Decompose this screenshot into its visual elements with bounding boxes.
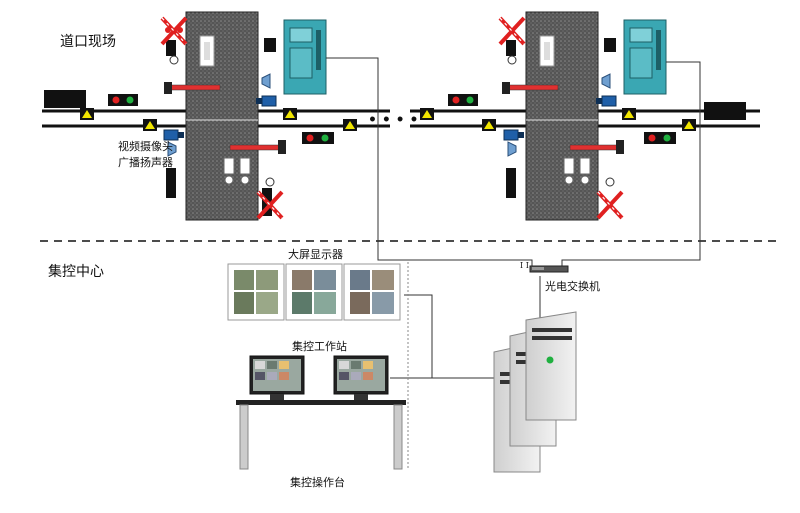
control-cabinet-left <box>283 19 327 95</box>
locomotive-left <box>44 90 86 108</box>
traffic-light-right-b <box>644 132 676 144</box>
camera-icon <box>503 129 524 141</box>
ellipsis-more-crossings: • • • • <box>368 112 418 128</box>
warning-triangle-icon <box>682 119 696 131</box>
crossing-left <box>44 11 357 221</box>
locomotive-right <box>704 102 746 120</box>
section-label-field: 道口现场 <box>60 34 116 50</box>
barrier-arm-top-left <box>167 84 221 91</box>
traffic-light-left-b <box>302 132 334 144</box>
monitor <box>249 355 305 400</box>
camera-icon <box>163 129 184 141</box>
road-surface-right <box>525 11 599 221</box>
barrier-arm-top-right <box>505 84 559 91</box>
warning-triangle-icon <box>283 108 297 120</box>
crossbuck-signal-bottom-right <box>596 177 624 220</box>
speaker-icon <box>507 141 517 157</box>
warning-triangle-icon <box>482 119 496 131</box>
barrier-arm-bottom-left <box>229 144 283 151</box>
display-panel <box>227 263 285 321</box>
crossbuck-signal-bottom-left <box>256 177 284 220</box>
workstation-monitors <box>249 355 389 400</box>
warning-triangle-icon <box>143 119 157 131</box>
speaker-icon <box>261 73 271 89</box>
camera-icon <box>256 95 277 107</box>
display-panel <box>343 263 401 321</box>
barrier-arm-bottom-right <box>569 144 623 151</box>
speaker-icon <box>167 141 177 157</box>
warning-triangle-icon <box>420 108 434 120</box>
warning-triangle-icon <box>80 108 94 120</box>
svg-text:I I: I I <box>520 261 529 270</box>
crossing-right <box>420 11 746 221</box>
speaker-icon <box>601 73 611 89</box>
optical-switch <box>529 265 569 273</box>
crossbuck-signal-top-left <box>160 16 188 65</box>
big-screen-display <box>227 263 401 321</box>
server-rack <box>493 311 577 473</box>
road-surface-left <box>185 11 259 221</box>
label-big-screen: 大屏显示器 <box>288 247 343 261</box>
warning-triangle-icon <box>343 119 357 131</box>
traffic-light-left-a <box>108 94 138 106</box>
display-panel <box>285 263 343 321</box>
label-console: 集控操作台 <box>290 475 345 489</box>
label-camera: 视频摄像头 <box>118 139 173 153</box>
warning-triangle-icon <box>622 108 636 120</box>
traffic-light-right-a <box>448 94 478 106</box>
label-switch: 光电交换机 <box>545 279 600 293</box>
monitor <box>333 355 389 400</box>
control-cabinet-right <box>623 19 667 95</box>
section-label-center: 集控中心 <box>48 263 104 280</box>
label-workstation: 集控工作站 <box>292 339 347 353</box>
camera-icon <box>596 95 617 107</box>
server-unit <box>525 311 577 421</box>
network-cables <box>326 57 701 379</box>
crossbuck-signal-top-right <box>498 16 526 65</box>
console-table <box>236 262 409 470</box>
label-speaker: 广播扬声器 <box>118 155 173 169</box>
